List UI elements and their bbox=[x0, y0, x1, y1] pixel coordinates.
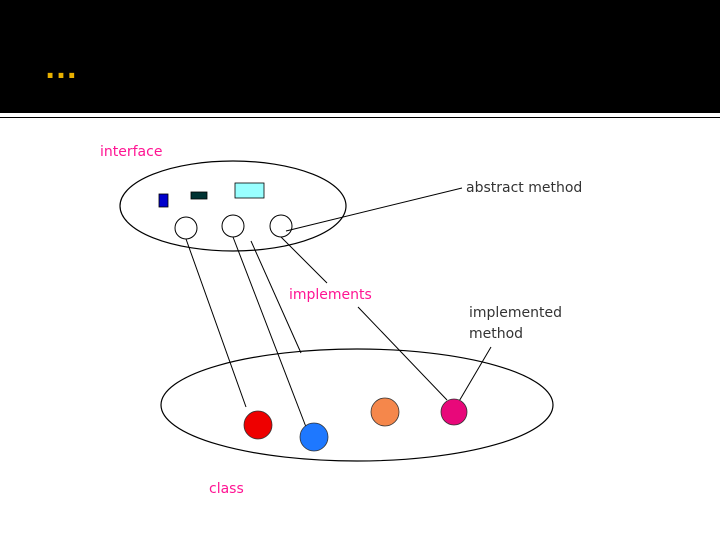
implements-line-1 bbox=[185, 238, 247, 408]
implements-line-3 bbox=[250, 240, 302, 354]
interface-ellipse bbox=[119, 160, 347, 252]
class-label: class bbox=[209, 481, 244, 497]
implements-line-5 bbox=[357, 306, 448, 401]
title-bar: … bbox=[0, 0, 720, 113]
implements-label: implements bbox=[289, 287, 372, 303]
abstract-method-circle-3 bbox=[269, 214, 293, 238]
abstract-method-pointer bbox=[285, 187, 463, 232]
method-circle-orange bbox=[370, 397, 400, 427]
abstract-method-circle-2 bbox=[221, 214, 245, 238]
interface-label: interface bbox=[100, 144, 162, 160]
implements-line-2 bbox=[232, 236, 307, 428]
implemented-method-label-line1: implemented bbox=[469, 305, 562, 321]
diagram-canvas: interface abstract method implements imp… bbox=[100, 144, 582, 497]
implemented-method-pointer bbox=[457, 346, 492, 404]
title-rule bbox=[0, 117, 720, 118]
method-circle-blue bbox=[299, 422, 329, 452]
abstract-method-circle-1 bbox=[174, 216, 198, 240]
class-ellipse bbox=[160, 348, 554, 462]
implements-line-4 bbox=[280, 236, 328, 284]
implemented-method-label-line2: method bbox=[469, 326, 523, 342]
dark-field-icon bbox=[190, 191, 208, 200]
slide-title: … bbox=[44, 48, 81, 86]
blue-field-icon bbox=[158, 193, 169, 208]
method-circle-magenta bbox=[440, 398, 468, 426]
cyan-field-icon bbox=[234, 182, 265, 199]
abstract-method-label: abstract method bbox=[466, 180, 582, 196]
method-circle-red bbox=[243, 410, 273, 440]
interface-class-diagram: interface abstract method implements imp… bbox=[96, 131, 612, 498]
